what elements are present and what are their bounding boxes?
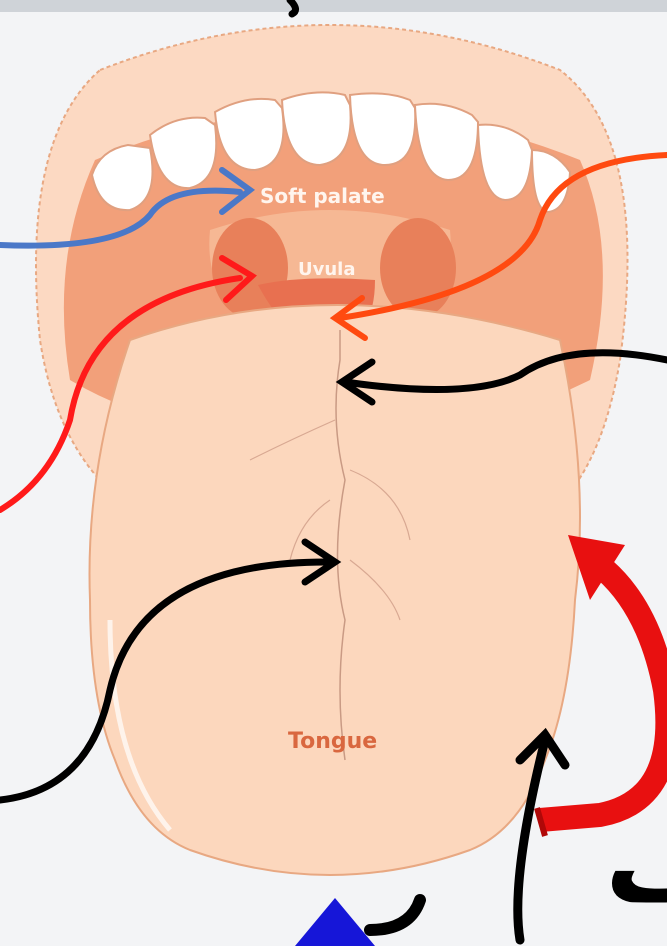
uvula-label: Uvula [298, 259, 355, 280]
arabic-glyph: ف [605, 798, 667, 926]
tongue [90, 305, 581, 875]
soft-palate-label: Soft palate [260, 184, 385, 208]
tongue-label: Tongue [288, 729, 377, 754]
top-bar [0, 0, 667, 12]
